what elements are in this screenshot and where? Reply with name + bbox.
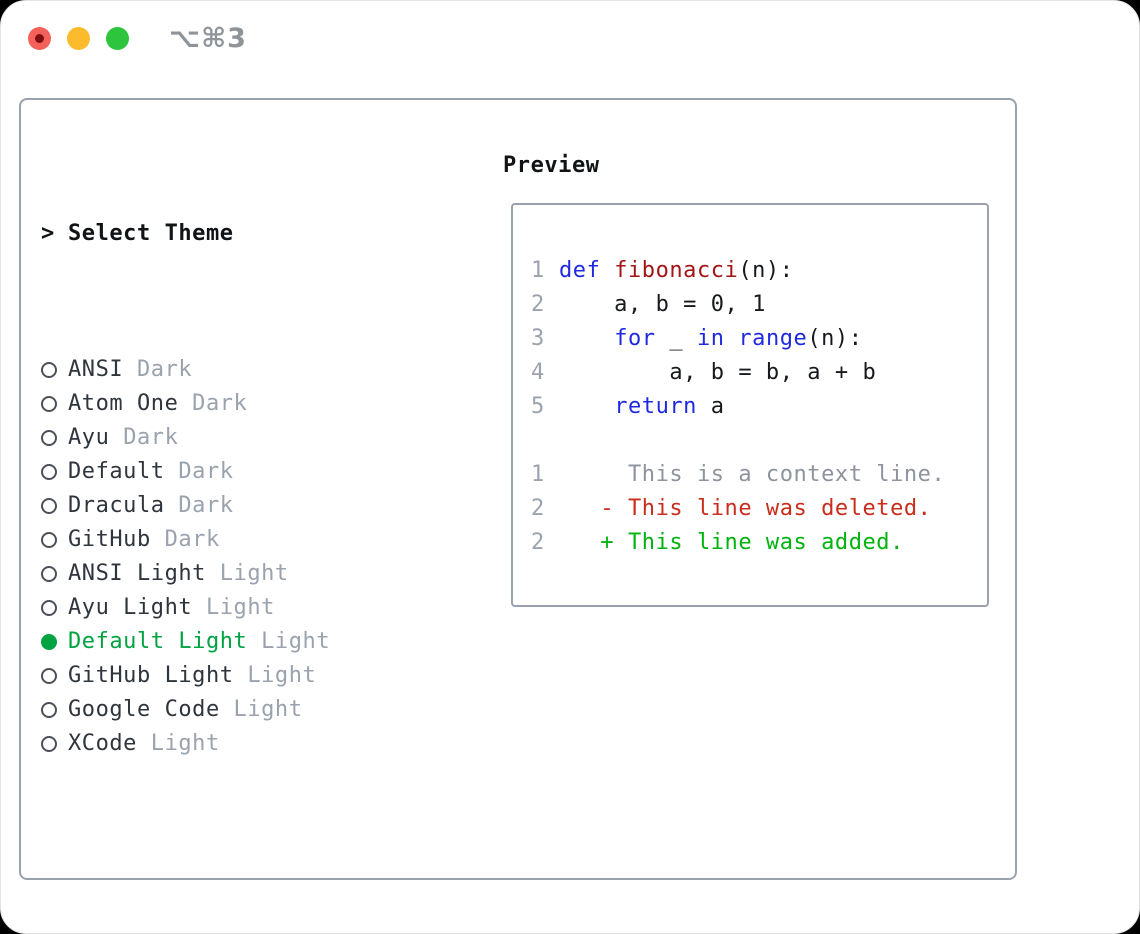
theme-option-default-light[interactable]: Default Light Light (41, 625, 481, 659)
theme-name: ANSI (68, 357, 124, 382)
radio-unselected-icon (41, 532, 57, 548)
preview-line: 2 a, b = 0, 1 (531, 288, 987, 322)
theme-variant-tag: Dark (178, 459, 234, 484)
theme-name: Ayu (68, 425, 110, 450)
theme-option-ayu-light[interactable]: Ayu Light Light (41, 591, 481, 625)
radio-selected-icon (41, 634, 57, 650)
theme-option-atom-one[interactable]: Atom One Dark (41, 387, 481, 421)
blank-line (531, 424, 987, 458)
theme-variant-tag: Light (233, 697, 303, 722)
line-number: 3 (531, 326, 545, 351)
theme-name: Google Code (68, 697, 220, 722)
radio-unselected-icon (41, 566, 57, 582)
theme-name: Dracula (68, 493, 165, 518)
line-number: 2 (531, 292, 545, 317)
radio-unselected-icon (41, 736, 57, 752)
radio-unselected-icon (41, 464, 57, 480)
select-theme-title: Select Theme (68, 221, 234, 246)
theme-option-github[interactable]: GitHub Dark (41, 523, 481, 557)
line-number: 1 (531, 462, 545, 487)
radio-unselected-icon (41, 498, 57, 514)
theme-name: Default Light (68, 629, 248, 654)
theme-name: Ayu Light (68, 595, 193, 620)
preview-title: Preview (503, 153, 600, 178)
preview-line: 4 a, b = b, a + b (531, 356, 987, 390)
theme-variant-tag: Dark (178, 493, 234, 518)
theme-option-ansi[interactable]: ANSI Dark (41, 353, 481, 387)
radio-unselected-icon (41, 702, 57, 718)
theme-option-github-light[interactable]: GitHub Light Light (41, 659, 481, 693)
radio-unselected-icon (41, 668, 57, 684)
preview-line: 5 return a (531, 390, 987, 424)
theme-option-ayu[interactable]: Ayu Dark (41, 421, 481, 455)
theme-option-ansi-light[interactable]: ANSI Light Light (41, 557, 481, 591)
theme-variant-tag: Dark (192, 391, 248, 416)
theme-option-xcode[interactable]: XCode Light (41, 727, 481, 761)
cursor-prompt-icon: > (41, 221, 55, 246)
title-bar: ⌥⌘3 (1, 1, 1139, 75)
theme-variant-tag: Light (150, 731, 220, 756)
radio-unselected-icon (41, 430, 57, 446)
theme-option-google-code[interactable]: Google Code Light (41, 693, 481, 727)
theme-variant-tag: Dark (136, 357, 193, 382)
preview-line: 1 This is a context line. (531, 458, 987, 492)
theme-variant-tag: Dark (123, 425, 179, 450)
minimize-button-icon[interactable] (67, 27, 90, 50)
theme-variant-tag: Light (247, 663, 317, 688)
theme-name: Atom One (68, 391, 179, 416)
close-button-icon[interactable] (28, 27, 51, 50)
window-shortcut-label: ⌥⌘3 (169, 23, 247, 54)
theme-variant-tag: Dark (164, 527, 220, 552)
theme-variant-tag: Light (261, 629, 331, 654)
preview-line: 2 - This line was deleted. (531, 492, 987, 526)
line-number: 4 (531, 360, 545, 385)
preview-line: 2 + This line was added. (531, 526, 987, 560)
spacer (41, 863, 481, 897)
theme-option-default[interactable]: Default Dark (41, 455, 481, 489)
line-number: 5 (531, 394, 545, 419)
radio-unselected-icon (41, 362, 57, 378)
theme-name: ANSI Light (68, 561, 206, 586)
preview-line: 3 for _ in range(n): (531, 322, 987, 356)
line-number: 2 (531, 496, 545, 521)
line-number: 2 (531, 530, 545, 555)
line-number: 1 (531, 258, 545, 283)
theme-variant-tag: Light (219, 561, 289, 586)
zoom-button-icon[interactable] (106, 27, 129, 50)
theme-name: Default (68, 459, 165, 484)
select-theme-header-row: > Select Theme (41, 217, 481, 251)
theme-name: XCode (68, 731, 137, 756)
theme-variant-tag: Light (205, 595, 275, 620)
theme-name: GitHub Light (68, 663, 234, 688)
theme-name: GitHub (68, 527, 151, 552)
radio-unselected-icon (41, 600, 57, 616)
radio-unselected-icon (41, 396, 57, 412)
theme-option-dracula[interactable]: Dracula Dark (41, 489, 481, 523)
